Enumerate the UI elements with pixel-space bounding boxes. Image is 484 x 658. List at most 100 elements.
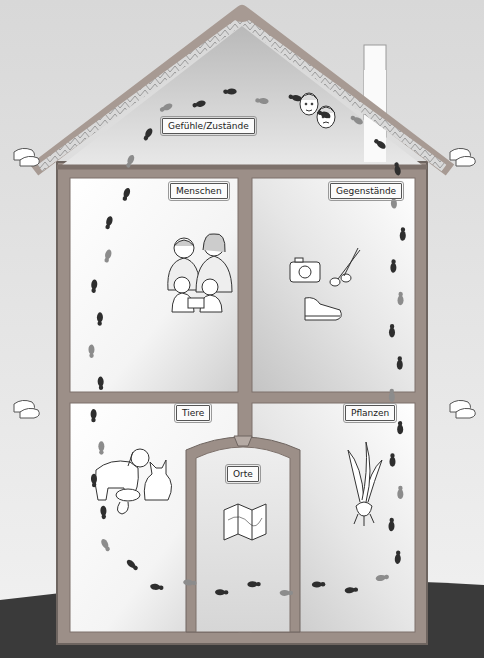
footprint	[373, 137, 387, 150]
map-icon	[224, 504, 266, 540]
footprint	[375, 574, 389, 582]
footprint-heel	[389, 518, 394, 523]
footprint-heel	[317, 110, 323, 116]
footprint	[97, 312, 104, 326]
footprint	[88, 345, 94, 358]
footprint-heel	[105, 546, 111, 552]
footprint-heel	[396, 550, 401, 555]
footprint-heel	[398, 356, 402, 361]
footprint	[349, 114, 364, 126]
footprint	[389, 324, 395, 337]
footprint	[98, 441, 104, 454]
footprint-heel	[223, 89, 228, 94]
footprint-sole	[312, 581, 322, 587]
footprint	[312, 581, 326, 588]
footprint-sole	[195, 100, 206, 108]
footprint-heel	[384, 574, 389, 579]
footprint-sole	[390, 263, 396, 273]
footprint	[192, 100, 206, 109]
footprint-sole	[400, 231, 406, 241]
footprint	[90, 279, 97, 293]
footprint	[280, 590, 293, 596]
room-label: Tiere	[176, 405, 210, 421]
footprint-heel	[89, 353, 93, 358]
footprint-sole	[91, 474, 97, 484]
footprint-sole	[247, 581, 257, 587]
footprint	[183, 579, 197, 586]
footprint	[142, 127, 154, 142]
door-frame	[186, 437, 300, 632]
footprint-heel	[126, 162, 132, 168]
footprint-heel	[350, 115, 356, 121]
footprint-heel	[401, 227, 406, 232]
footprint	[344, 586, 358, 593]
footprint-heel	[99, 385, 104, 390]
footprint	[223, 88, 237, 94]
footprint-heel	[394, 162, 399, 167]
footprint-heel	[373, 138, 379, 144]
footprint-heel	[92, 482, 97, 487]
footprint-heel	[390, 453, 394, 458]
label-text: Orte	[233, 469, 253, 479]
footprint	[397, 486, 403, 499]
footprint-heel	[91, 288, 96, 293]
footprint-heel	[255, 98, 260, 103]
room-label: Gefühle/Zustände	[162, 118, 255, 134]
footprint	[400, 227, 406, 241]
footprint-heel	[390, 324, 394, 329]
trail-path	[95, 95, 398, 589]
footprint-heel	[288, 591, 293, 595]
house-frame	[57, 162, 427, 644]
footprint	[393, 162, 401, 176]
footprint	[394, 550, 401, 564]
footprint-heel	[105, 224, 111, 230]
footprint-sole	[291, 94, 302, 102]
footprint-sole	[91, 409, 97, 419]
footprint	[125, 558, 139, 571]
footprint-sole	[389, 327, 395, 337]
footprint-heel	[353, 587, 358, 592]
footprint-sole	[98, 441, 104, 451]
footprint-heel	[398, 486, 402, 491]
footprint-sole	[389, 392, 395, 402]
label-text: Gegenstände	[336, 186, 396, 196]
room	[70, 178, 238, 392]
footprint-sole	[397, 295, 403, 305]
footprint-heel	[159, 106, 165, 112]
footprint-heel	[143, 135, 149, 141]
room-label: Orte	[227, 466, 259, 482]
footprint	[103, 249, 112, 264]
footprint	[150, 583, 164, 591]
footprint	[100, 506, 107, 520]
footprint-heel	[390, 389, 394, 394]
footprint	[389, 453, 395, 466]
footprint-sole	[104, 249, 112, 260]
footprint-heel	[256, 582, 261, 587]
footprint	[91, 474, 97, 488]
footprint-heel	[398, 292, 403, 297]
keystone	[234, 436, 252, 446]
footprint-heel	[132, 565, 139, 571]
footprint-sole	[215, 589, 225, 595]
footprint-heel	[192, 581, 197, 586]
door	[196, 447, 290, 632]
footprint	[390, 259, 396, 273]
footprint-sole	[397, 489, 403, 499]
footprint-heel	[97, 321, 102, 326]
floor-beam	[57, 165, 427, 170]
room-label: Menschen	[170, 183, 228, 199]
footprint-heel	[398, 421, 402, 426]
footprint-heel	[91, 418, 96, 423]
shoe-icon	[14, 148, 475, 418]
footprint-sole	[388, 521, 394, 531]
footprint	[317, 109, 332, 119]
footprint-heel	[391, 259, 396, 264]
footprint	[397, 421, 403, 434]
roof-shingles	[40, 20, 444, 168]
footprint	[247, 581, 261, 587]
footprint-heel	[104, 257, 109, 263]
footprint	[215, 589, 229, 595]
footprint-heel	[158, 585, 163, 590]
